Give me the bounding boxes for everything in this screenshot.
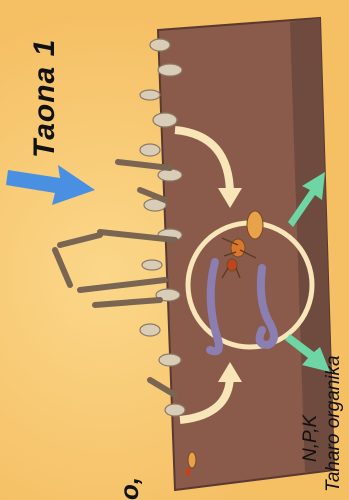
partial-caption: o, xyxy=(114,477,145,500)
nutrients-label: N,P,K xyxy=(300,415,322,462)
input-arrow xyxy=(6,165,95,205)
page-title: Taona 1 xyxy=(28,39,62,158)
organic-label: Taharo organika xyxy=(323,355,345,492)
